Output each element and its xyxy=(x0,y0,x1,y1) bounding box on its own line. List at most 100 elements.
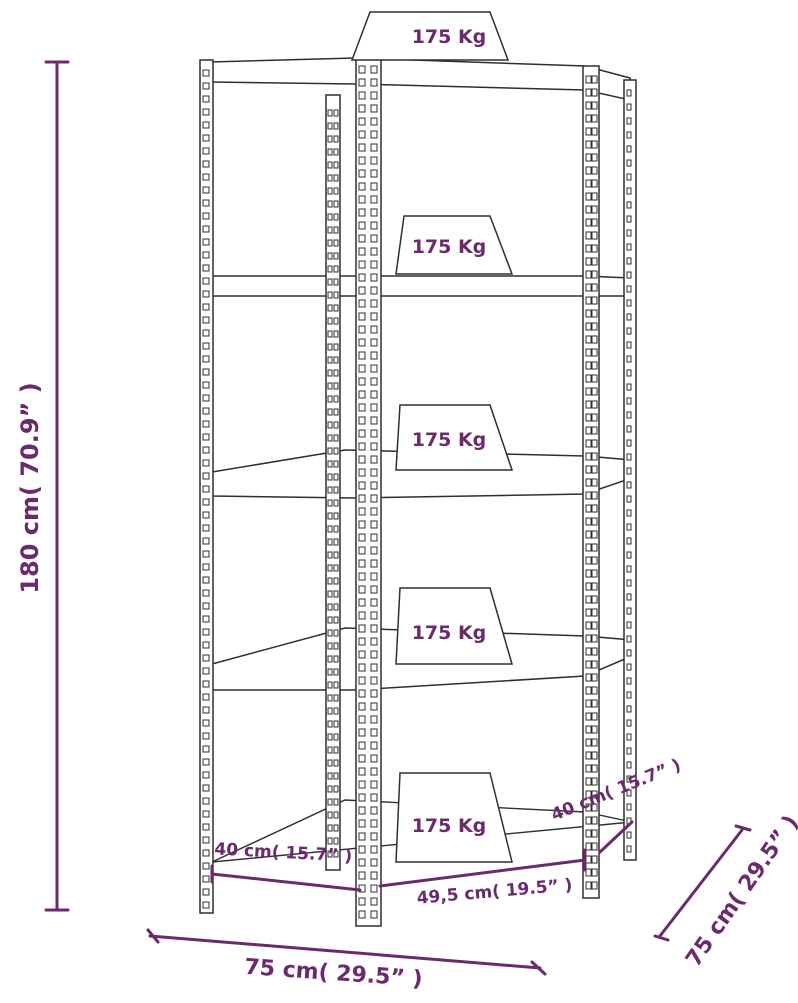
post-hole xyxy=(585,829,592,838)
post-hole xyxy=(327,135,333,143)
post-hole xyxy=(370,273,378,282)
post-hole xyxy=(585,153,592,162)
post-hole xyxy=(202,420,210,428)
post-hole xyxy=(370,117,378,126)
post-hole xyxy=(585,855,592,864)
post-hole xyxy=(333,824,339,832)
post-hole xyxy=(327,603,333,611)
post-hole xyxy=(358,494,366,503)
post-hole xyxy=(370,546,378,555)
post-hole xyxy=(327,447,333,455)
post-hole xyxy=(358,507,366,516)
post-hole xyxy=(591,296,598,305)
post-hole xyxy=(327,109,333,117)
post-hole xyxy=(327,707,333,715)
post-hole xyxy=(626,845,632,853)
post-hole xyxy=(626,285,632,293)
post-hole xyxy=(370,767,378,776)
post-hole xyxy=(585,244,592,253)
post-hole xyxy=(327,356,333,364)
post-hole xyxy=(327,174,333,182)
post-hole xyxy=(358,572,366,581)
post-hole xyxy=(591,608,598,617)
post-hole xyxy=(370,585,378,594)
post-hole xyxy=(591,517,598,526)
post-hole xyxy=(585,192,592,201)
post-hole xyxy=(327,746,333,754)
post-hole xyxy=(333,174,339,182)
post-hole xyxy=(591,231,598,240)
post-hole xyxy=(333,226,339,234)
post-hole xyxy=(591,816,598,825)
post-hole xyxy=(358,208,366,217)
post-hole xyxy=(202,693,210,701)
post-hole xyxy=(202,329,210,337)
post-hole xyxy=(585,790,592,799)
post-hole xyxy=(626,481,632,489)
post-hole xyxy=(585,114,592,123)
post-hole xyxy=(626,313,632,321)
post-hole xyxy=(626,551,632,559)
post-hole xyxy=(333,785,339,793)
post-hole xyxy=(585,127,592,136)
post-hole xyxy=(327,694,333,702)
shelf-depth-lines xyxy=(210,820,634,892)
post-hole xyxy=(202,69,210,77)
post-hole xyxy=(585,465,592,474)
post-hole xyxy=(202,472,210,480)
post-hole xyxy=(358,377,366,386)
post-hole xyxy=(327,499,333,507)
post-hole xyxy=(591,127,598,136)
post-hole xyxy=(358,689,366,698)
post-hole xyxy=(358,312,366,321)
post-hole xyxy=(327,317,333,325)
post-hole xyxy=(591,803,598,812)
post-hole xyxy=(327,538,333,546)
post-hole xyxy=(370,884,378,893)
post-hole xyxy=(370,429,378,438)
post-hole xyxy=(333,499,339,507)
post-hole xyxy=(358,845,366,854)
post-hole xyxy=(370,754,378,763)
post-hole xyxy=(370,715,378,724)
post-hole xyxy=(370,78,378,87)
post-hole xyxy=(327,512,333,520)
post-hole xyxy=(333,148,339,156)
post-hole xyxy=(585,803,592,812)
post-hole xyxy=(327,564,333,572)
post-hole xyxy=(370,689,378,698)
post-hole xyxy=(358,806,366,815)
post-hole xyxy=(591,725,598,734)
post-hole xyxy=(202,498,210,506)
post-hole xyxy=(585,426,592,435)
post-hole xyxy=(626,187,632,195)
load-label-shelf-3: 175 Kg xyxy=(412,429,487,451)
post-hole xyxy=(327,720,333,728)
post-hole xyxy=(327,239,333,247)
post-hole xyxy=(370,247,378,256)
post-hole xyxy=(626,509,632,517)
post-hole xyxy=(358,260,366,269)
post-hole xyxy=(591,660,598,669)
post-hole xyxy=(626,761,632,769)
post-hole xyxy=(370,520,378,529)
post-hole xyxy=(591,621,598,630)
post-hole xyxy=(333,772,339,780)
post-hole xyxy=(591,686,598,695)
post-hole xyxy=(370,845,378,854)
post-hole xyxy=(358,338,366,347)
post-hole xyxy=(358,221,366,230)
post-hole xyxy=(585,270,592,279)
post-hole xyxy=(626,397,632,405)
post-hole xyxy=(370,377,378,386)
post-hole xyxy=(202,576,210,584)
post-hole xyxy=(358,858,366,867)
post-hole xyxy=(585,504,592,513)
post-hole xyxy=(333,408,339,416)
post-hole xyxy=(358,520,366,529)
post-hole xyxy=(591,244,598,253)
post-hole xyxy=(327,434,333,442)
post-hole xyxy=(370,702,378,711)
post-hole xyxy=(585,686,592,695)
